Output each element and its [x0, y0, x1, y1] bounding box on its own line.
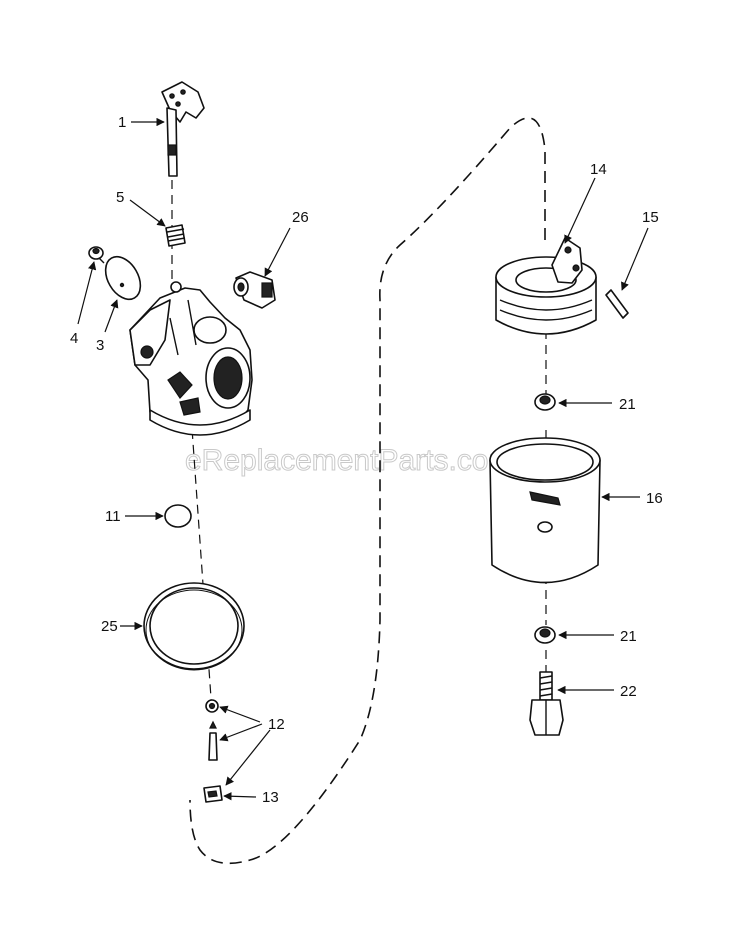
part-14-float-bowl-cover	[495, 237, 597, 335]
part-4-screw	[88, 246, 105, 264]
leader-14	[564, 177, 596, 244]
part-21-washer-lower	[534, 626, 556, 644]
callout-4: 4	[70, 330, 78, 347]
leader-12c	[225, 729, 271, 786]
callout-3: 3	[96, 337, 104, 354]
part-13-clip	[203, 785, 223, 803]
callout-labels: 1 5 4 3 26 11 25 12 13 14 15 21 16 21 22	[70, 114, 663, 806]
callout-25: 25	[101, 618, 118, 635]
part-3-throttle-plate	[104, 255, 142, 301]
part-16-float-bowl	[489, 437, 601, 584]
callout-16: 16	[646, 490, 663, 507]
callout-11: 11	[105, 508, 121, 525]
part-11-float	[164, 504, 192, 528]
leader-5	[129, 199, 166, 227]
part-12-needle-and-seat	[205, 699, 219, 761]
leader-12b	[219, 723, 263, 742]
part-15-pin	[605, 289, 629, 319]
part-25-gasket	[143, 582, 245, 671]
callout-12: 12	[268, 716, 285, 733]
callout-1: 1	[118, 114, 126, 131]
carburetor-body	[129, 281, 253, 436]
callout-26: 26	[292, 209, 309, 226]
leader-4	[77, 261, 97, 325]
assembly-boundary-dashed-line	[189, 117, 546, 865]
leader-3	[104, 299, 119, 333]
callout-21-lower: 21	[620, 628, 637, 645]
part-1-throttle-shaft	[161, 81, 205, 177]
part-22-bowl-nut	[529, 671, 564, 736]
callout-14: 14	[590, 161, 607, 178]
callout-22: 22	[620, 683, 637, 700]
callout-5: 5	[116, 189, 124, 206]
leader-12a	[219, 705, 261, 723]
part-5-spring	[165, 224, 186, 247]
callout-21-upper: 21	[619, 396, 636, 413]
leader-lines	[77, 117, 649, 801]
callout-15: 15	[642, 209, 659, 226]
watermark: eReplacementParts.com	[185, 444, 513, 477]
leader-15	[621, 227, 649, 291]
part-21-washer-upper	[534, 393, 556, 411]
callout-13: 13	[262, 789, 279, 806]
part-26-fitting	[233, 271, 276, 309]
leader-13	[223, 792, 257, 801]
leader-26	[264, 227, 291, 277]
